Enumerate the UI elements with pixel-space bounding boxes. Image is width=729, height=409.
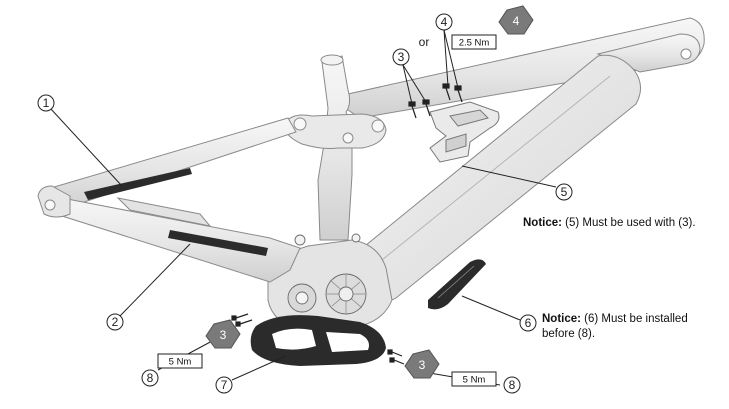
chainstay-protector-strip xyxy=(84,168,192,200)
skid-plate-screws xyxy=(231,313,405,365)
torque-box-left: 5 Nm xyxy=(157,353,203,369)
callout-8-right: 8 xyxy=(503,376,521,394)
callout-7: 7 xyxy=(215,376,233,394)
svg-text:5: 5 xyxy=(561,185,568,199)
torque-box-right: 5 Nm xyxy=(451,371,497,387)
motor-unit xyxy=(287,233,367,315)
svg-text:2.5 Nm: 2.5 Nm xyxy=(459,38,490,49)
svg-text:2: 2 xyxy=(112,315,119,329)
svg-text:6: 6 xyxy=(525,316,532,330)
seat-collar xyxy=(320,54,344,66)
notice-1-heading: Notice: xyxy=(523,217,562,229)
svg-text:5 Nm: 5 Nm xyxy=(169,357,192,368)
rear-triangle xyxy=(37,117,301,283)
hex-badge-right: 3 xyxy=(404,349,440,379)
callout-1: 1 xyxy=(37,94,55,112)
notice-2-text-line2: before (8). xyxy=(542,328,596,340)
callout-5: 5 xyxy=(555,183,573,201)
torque-box-top: 2.5 Nm xyxy=(451,34,497,50)
svg-text:3: 3 xyxy=(419,358,426,372)
rocker-link xyxy=(283,113,387,149)
battery-bracket xyxy=(429,101,500,163)
chainstay-lower-strip xyxy=(168,230,268,256)
hex-badge-top: 4 xyxy=(498,5,534,35)
svg-text:1: 1 xyxy=(43,96,50,110)
svg-text:4: 4 xyxy=(513,14,520,28)
svg-text:3: 3 xyxy=(220,328,227,342)
callout-3-top: 3 xyxy=(392,48,410,66)
motor-skid-plate xyxy=(250,315,386,366)
notice-2-heading: Notice: xyxy=(542,313,581,325)
notice-6-before-8: Notice: (6) Must be installed before (8)… xyxy=(542,312,688,342)
callout-6: 6 xyxy=(519,314,537,332)
or-label: or xyxy=(419,35,430,49)
svg-text:4: 4 xyxy=(441,15,448,29)
downtube-guard-stripe xyxy=(437,265,475,299)
svg-text:8: 8 xyxy=(147,371,154,385)
svg-text:5 Nm: 5 Nm xyxy=(463,375,486,386)
notice-1-text: (5) Must be used with (3). xyxy=(561,217,696,229)
svg-text:8: 8 xyxy=(509,378,516,392)
svg-text:7: 7 xyxy=(221,378,228,392)
head-tube-port xyxy=(680,48,692,60)
main-frame xyxy=(267,17,705,331)
notice-5-with-3: Notice: (5) Must be used with (3). xyxy=(523,216,696,231)
notice-2-text-line1: (6) Must be installed xyxy=(580,313,688,325)
hex-badge-left: 3 xyxy=(205,319,241,349)
callout-4-top: 4 xyxy=(435,13,453,31)
callout-2: 2 xyxy=(106,313,124,331)
downtube-guard xyxy=(428,259,486,310)
svg-text:3: 3 xyxy=(398,50,405,64)
callout-8-left: 8 xyxy=(141,369,159,387)
